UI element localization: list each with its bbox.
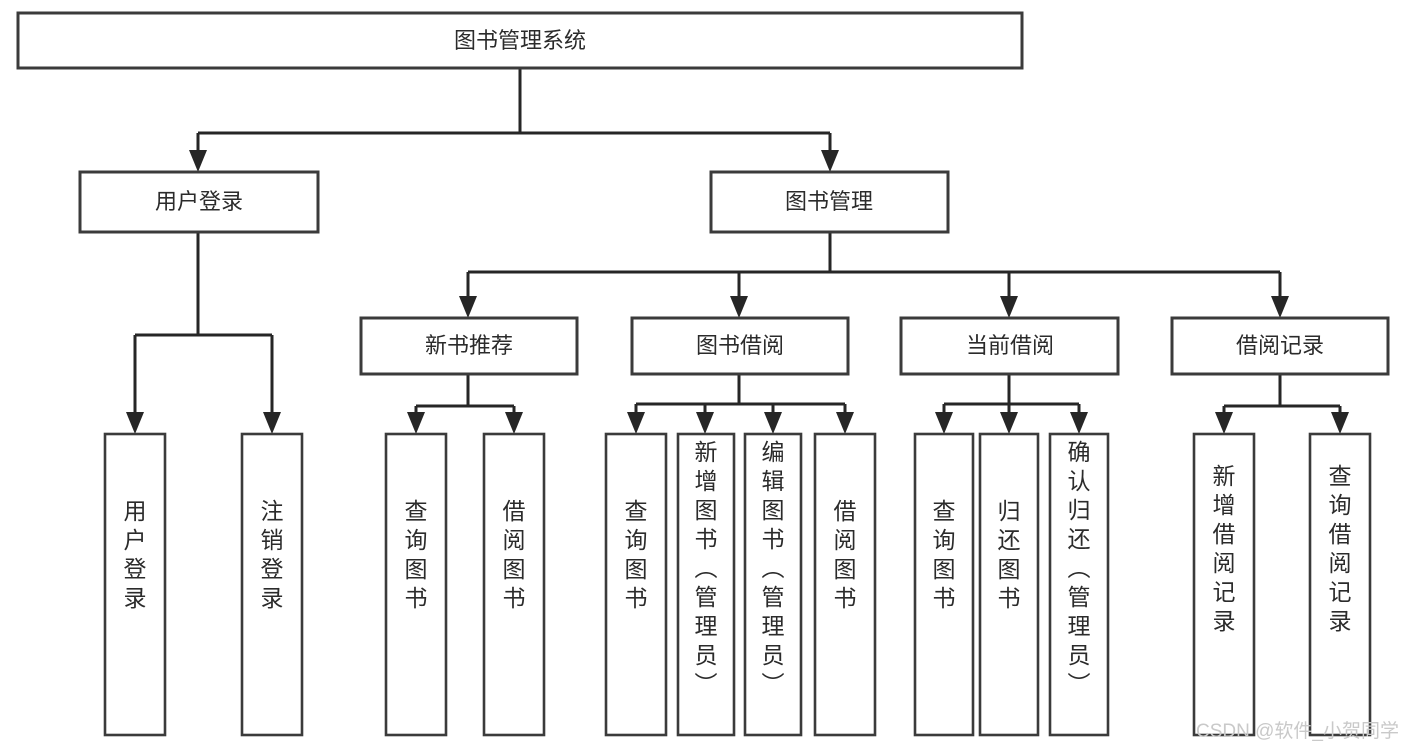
node-new-book-recommend-box[interactable]: [359, 316, 579, 376]
node-leaf-add-book-box[interactable]: [676, 432, 736, 737]
node-leaf-borrow-book-2-label: 借阅图书: [834, 498, 857, 611]
node-current-borrow-box[interactable]: [899, 316, 1120, 376]
node-current-borrow-label: 当前借阅: [966, 333, 1054, 358]
node-leaf-query-book-1-label: 查询图书: [405, 498, 428, 611]
node-book-manage-box[interactable]: [709, 170, 950, 234]
node-leaf-borrow-book-1-label: 借阅图书: [503, 498, 526, 611]
node-leaf-add-record-box[interactable]: [1192, 432, 1256, 737]
node-leaf-add-book[interactable]: 新增图书︵管理员︶: [676, 432, 736, 737]
node-leaf-borrow-book-2-box[interactable]: [813, 432, 877, 737]
node-leaf-query-book-3[interactable]: 查询图书: [913, 432, 975, 737]
node-user-login[interactable]: 用户登录: [78, 170, 320, 234]
node-leaf-return-book-box[interactable]: [978, 432, 1040, 737]
arrow-head-leaf-add-record: [1215, 412, 1233, 434]
watermark-text: CSDN @软件_小贺同学: [1196, 720, 1399, 742]
node-leaf-borrow-book-1[interactable]: 借阅图书: [482, 432, 546, 737]
node-leaf-edit-book-label: 编辑图书︵管理员︶: [762, 439, 785, 697]
arrow-head-book-manage: [821, 150, 839, 172]
node-user-login-label: 用户登录: [155, 189, 243, 214]
node-leaf-query-book-1[interactable]: 查询图书: [384, 432, 448, 737]
node-leaf-edit-book-box[interactable]: [743, 432, 803, 737]
node-leaf-return-book[interactable]: 归还图书: [978, 432, 1040, 737]
node-leaf-user-login-label: 用户登录: [124, 498, 147, 611]
node-leaf-confirm-return-label: 确认归还︵管理员︶: [1068, 439, 1091, 697]
node-leaf-query-book-2-box[interactable]: [604, 432, 668, 737]
node-root[interactable]: 图书管理系统: [16, 11, 1024, 70]
node-leaf-query-record[interactable]: 查询借阅记录: [1308, 432, 1372, 737]
node-leaf-edit-book[interactable]: 编辑图书︵管理员︶: [743, 432, 803, 737]
arrow-head-new-book-recommend: [459, 296, 477, 318]
node-current-borrow[interactable]: 当前借阅: [899, 316, 1120, 376]
arrow-head-book-borrow: [730, 296, 748, 318]
node-leaf-user-login[interactable]: 用户登录: [103, 432, 167, 737]
node-root-box[interactable]: [16, 11, 1024, 70]
arrow-head-user-login: [189, 150, 207, 172]
node-leaf-logout-login[interactable]: 注销登录: [240, 432, 304, 737]
node-leaf-user-login-box[interactable]: [103, 432, 167, 737]
node-leaf-add-record-label: 新增借阅记录: [1213, 463, 1236, 634]
node-leaf-logout-login-label: 注销登录: [261, 498, 284, 611]
arrow-head-leaf-add-book: [696, 412, 714, 434]
arrow-head-leaf-borrow-book-2: [836, 412, 854, 434]
node-leaf-query-record-label: 查询借阅记录: [1329, 463, 1352, 634]
node-leaf-borrow-book-2[interactable]: 借阅图书: [813, 432, 877, 737]
node-leaf-add-record[interactable]: 新增借阅记录: [1192, 432, 1256, 737]
arrow-head-leaf-edit-book: [764, 412, 782, 434]
arrow-head-leaf-logout-login: [263, 412, 281, 434]
node-leaf-add-book-label: 新增图书︵管理员︶: [695, 439, 718, 697]
arrow-head-leaf-user-login: [126, 412, 144, 434]
arrow-head-leaf-query-book-3: [935, 412, 953, 434]
node-leaf-query-book-1-box[interactable]: [384, 432, 448, 737]
arrow-head-current-borrow: [1000, 296, 1018, 318]
node-leaf-query-book-2[interactable]: 查询图书: [604, 432, 668, 737]
node-leaf-confirm-return[interactable]: 确认归还︵管理员︶: [1048, 432, 1110, 737]
node-borrow-record-label: 借阅记录: [1236, 333, 1324, 358]
arrow-head-leaf-confirm-return: [1070, 412, 1088, 434]
node-user-login-box[interactable]: [78, 170, 320, 234]
node-borrow-record-box[interactable]: [1170, 316, 1390, 376]
node-leaf-query-book-3-box[interactable]: [913, 432, 975, 737]
arrow-head-leaf-query-record: [1331, 412, 1349, 434]
node-leaf-confirm-return-box[interactable]: [1048, 432, 1110, 737]
node-leaf-return-book-label: 归还图书: [998, 498, 1021, 611]
node-book-borrow-label: 图书借阅: [696, 333, 784, 358]
arrow-head-leaf-return-book: [1000, 412, 1018, 434]
node-leaf-logout-login-box[interactable]: [240, 432, 304, 737]
node-root-label: 图书管理系统: [454, 28, 586, 53]
node-new-book-recommend[interactable]: 新书推荐: [359, 316, 579, 376]
node-book-borrow-box[interactable]: [630, 316, 850, 376]
arrow-head-borrow-record: [1271, 296, 1289, 318]
arrow-head-leaf-query-book-1: [407, 412, 425, 434]
node-leaf-query-book-2-label: 查询图书: [625, 498, 648, 611]
node-borrow-record[interactable]: 借阅记录: [1170, 316, 1390, 376]
node-book-borrow[interactable]: 图书借阅: [630, 316, 850, 376]
node-new-book-recommend-label: 新书推荐: [425, 333, 513, 358]
node-leaf-query-book-3-label: 查询图书: [933, 498, 956, 611]
arrow-head-leaf-borrow-book-1: [505, 412, 523, 434]
connector-layer: [126, 68, 1349, 434]
node-leaf-borrow-book-1-box[interactable]: [482, 432, 546, 737]
node-leaf-query-record-box[interactable]: [1308, 432, 1372, 737]
node-book-manage-label: 图书管理: [785, 189, 873, 214]
node-book-manage[interactable]: 图书管理: [709, 170, 950, 234]
arrow-head-leaf-query-book-2: [627, 412, 645, 434]
